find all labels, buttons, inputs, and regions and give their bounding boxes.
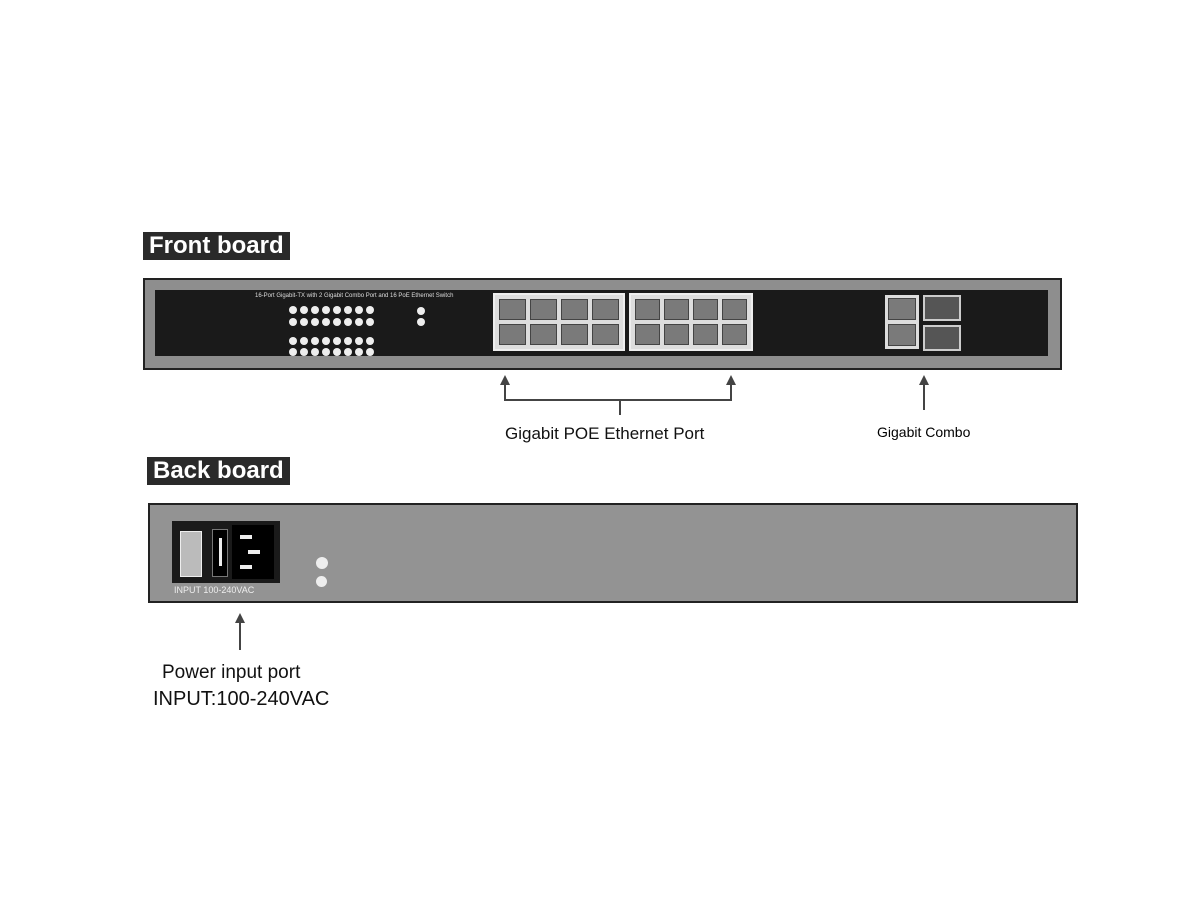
status-led [344, 348, 352, 356]
bracket-line [504, 399, 732, 401]
status-led [366, 337, 374, 345]
poe-ports-1-8 [493, 293, 625, 351]
combo-sfp-ports [923, 295, 961, 351]
combo-caption: Gigabit Combo [877, 424, 971, 440]
poe-ports-9-16 [629, 293, 753, 351]
status-led [322, 306, 330, 314]
power-spec-caption: INPUT:100-240VAC [153, 688, 330, 710]
status-led [366, 318, 374, 326]
status-led [322, 348, 330, 356]
combo-rj45-ports [885, 295, 919, 349]
combo-led [417, 307, 425, 315]
status-led [366, 306, 374, 314]
status-led [289, 318, 297, 326]
rj45-port [635, 324, 660, 345]
status-led [311, 348, 319, 356]
rj45-port [693, 299, 718, 320]
status-led [344, 318, 352, 326]
rj45-port [722, 299, 747, 320]
rj45-port [530, 299, 557, 320]
status-led [289, 348, 297, 356]
status-led [344, 337, 352, 345]
power-module [172, 521, 280, 583]
rj45-port [592, 299, 619, 320]
rj45-port [499, 324, 526, 345]
rj45-port [561, 299, 588, 320]
status-led [355, 337, 363, 345]
poe-port-caption: Gigabit POE Ethernet Port [505, 424, 705, 443]
panel-title: 16-Port Gigabit-TX with 2 Gigabit Combo … [255, 293, 454, 299]
status-led [311, 337, 319, 345]
status-led [300, 337, 308, 345]
rj45-port [664, 324, 689, 345]
rj45-port [664, 299, 689, 320]
status-led [333, 348, 341, 356]
status-led [289, 306, 297, 314]
front-panel: 16-Port Gigabit-TX with 2 Gigabit Combo … [143, 278, 1062, 370]
status-led [333, 318, 341, 326]
rj45-port [635, 299, 660, 320]
arrow-up-icon [726, 375, 736, 385]
fuse-holder [212, 529, 228, 577]
status-led [322, 318, 330, 326]
status-led [311, 306, 319, 314]
rj45-port [499, 299, 526, 320]
status-led [355, 306, 363, 314]
front-panel-face: 16-Port Gigabit-TX with 2 Gigabit Combo … [155, 290, 1048, 356]
ground-screw-icon [316, 557, 328, 569]
back-panel: INPUT 100-240VAC [148, 503, 1078, 603]
rj45-port [561, 324, 588, 345]
status-led [300, 306, 308, 314]
status-led [355, 318, 363, 326]
power-caption: Power input port [162, 662, 301, 683]
front-board-heading: Front board [143, 232, 290, 260]
arrow-up-icon [919, 375, 929, 385]
status-led [333, 306, 341, 314]
arrow-up-icon [500, 375, 510, 385]
status-led [300, 348, 308, 356]
combo-led [417, 318, 425, 326]
back-board-heading: Back board [147, 457, 290, 485]
arrow-up-icon [235, 613, 245, 623]
power-switch [180, 531, 202, 577]
ac-inlet [232, 525, 274, 579]
power-input-label: INPUT 100-240VAC [174, 585, 255, 595]
status-led [366, 348, 374, 356]
status-led [300, 318, 308, 326]
status-led [344, 306, 352, 314]
rj45-port [592, 324, 619, 345]
status-led [311, 318, 319, 326]
rj45-port [530, 324, 557, 345]
ground-symbol-icon [316, 576, 327, 587]
status-led [355, 348, 363, 356]
rj45-port [722, 324, 747, 345]
rj45-port [693, 324, 718, 345]
status-led [322, 337, 330, 345]
status-led [333, 337, 341, 345]
status-led [289, 337, 297, 345]
